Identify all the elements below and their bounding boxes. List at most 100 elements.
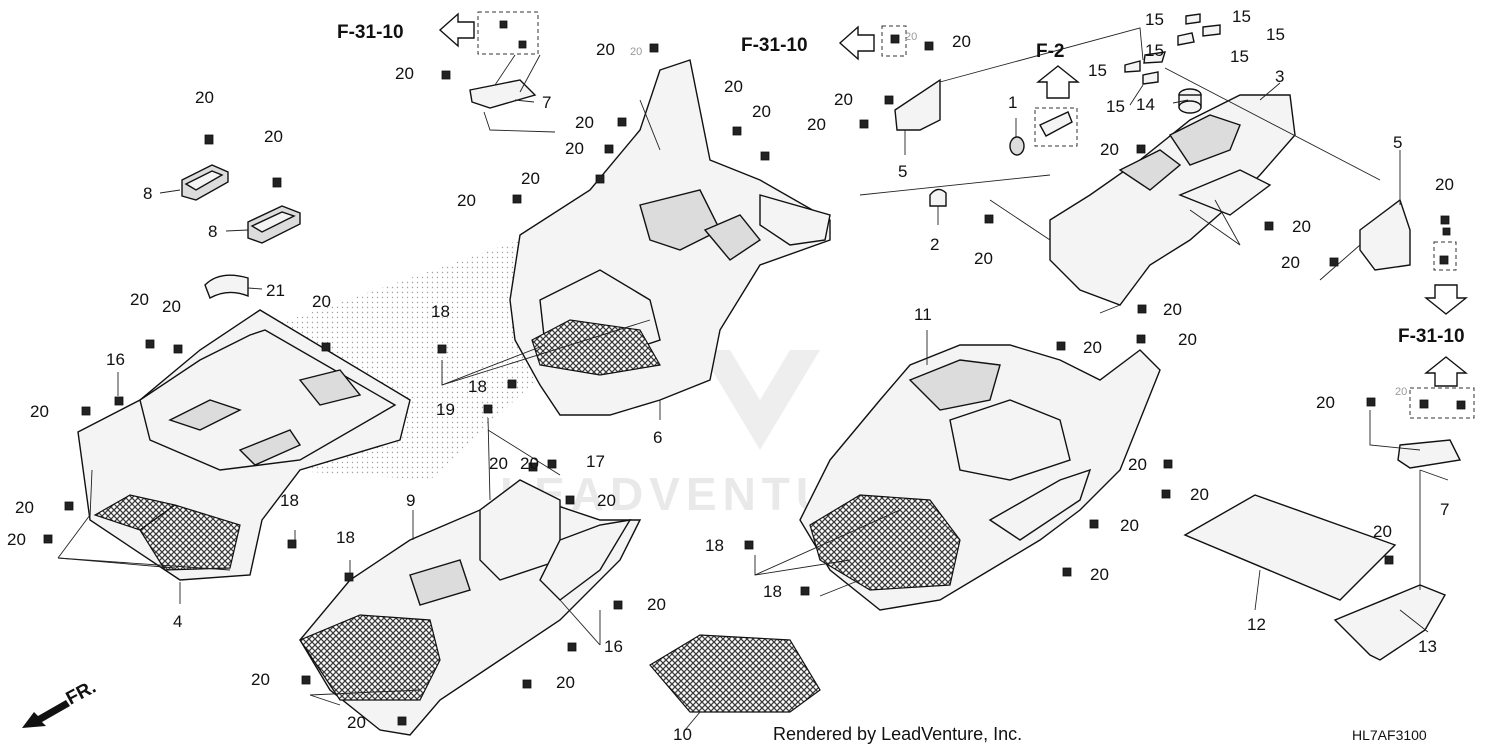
callout-15e: 15 [1088, 61, 1107, 80]
dashed-group-box-4 [1433, 241, 1457, 271]
arrow-up-icon [1036, 65, 1080, 99]
callout-20: 20 [1435, 175, 1454, 194]
callout-20: 20 [952, 32, 971, 51]
callout-20: 20 [195, 88, 214, 107]
callout-labels: 1 2 3 4 5 5 6 7 7 8 8 9 10 11 12 13 14 1… [7, 7, 1454, 744]
callout-21: 21 [266, 281, 285, 300]
callout-20: 20 [905, 31, 917, 43]
callout-14: 14 [1136, 95, 1155, 114]
footer-credit: Rendered by LeadVenture, Inc. [773, 724, 1022, 744]
callout-20: 20 [264, 127, 283, 146]
callout-20: 20 [556, 673, 575, 692]
callout-20: 20 [1178, 330, 1197, 349]
callout-20: 20 [807, 115, 826, 134]
leader-lines [57, 27, 1449, 731]
callout-20: 20 [521, 169, 540, 188]
callout-8-upper: 8 [143, 184, 152, 203]
callout-5-right: 5 [1393, 133, 1402, 152]
reference-label-f-31-10: F-31-10 [337, 22, 404, 43]
callout-20: 20 [1190, 485, 1209, 504]
callout-15a: 15 [1145, 10, 1164, 29]
part-8-lower [247, 205, 301, 244]
callout-20: 20 [1128, 455, 1147, 474]
callout-12: 12 [1247, 615, 1266, 634]
dashed-group-box-5 [1409, 387, 1475, 419]
arrow-left-icon [438, 12, 475, 48]
callout-2: 2 [930, 235, 939, 254]
callout-20: 20 [724, 77, 743, 96]
callout-17: 17 [586, 452, 605, 471]
part-1-fastener [1009, 111, 1073, 156]
watermark-logo [700, 350, 820, 450]
callout-20: 20 [565, 139, 584, 158]
part-11-rear-body [799, 344, 1161, 611]
callout-20: 20 [1120, 516, 1139, 535]
callout-20: 20 [1100, 140, 1119, 159]
reference-label-f-2: F-2 [1036, 41, 1065, 62]
callout-18a: 18 [431, 302, 450, 321]
callout-19: 19 [436, 400, 455, 419]
part-2-clip [929, 188, 947, 207]
reference-label-f-31-10: F-31-10 [741, 35, 808, 56]
dashed-group-box-2 [881, 25, 907, 57]
callout-20: 20 [395, 64, 414, 83]
part-8-upper [181, 164, 229, 201]
part-12-plate [1183, 494, 1397, 601]
callout-4: 4 [173, 612, 182, 631]
part-7-bracket-lower [1397, 439, 1462, 469]
callout-20: 20 [1395, 386, 1407, 398]
part-3-center-console [1049, 94, 1296, 306]
callout-20: 20 [520, 454, 539, 473]
fastener-bolts [43, 20, 1466, 726]
callout-16b: 16 [604, 637, 623, 656]
callout-13: 13 [1418, 637, 1437, 656]
callout-20: 20 [1373, 522, 1392, 541]
callout-15c: 15 [1266, 25, 1285, 44]
part-10-floor-mat [649, 634, 821, 713]
callout-20: 20 [630, 46, 642, 58]
arrow-up-icon [1424, 356, 1468, 387]
callout-15d: 15 [1230, 47, 1249, 66]
callout-20: 20 [974, 249, 993, 268]
callout-20: 20 [1281, 253, 1300, 272]
callout-16a: 16 [106, 350, 125, 369]
callout-20: 20 [347, 713, 366, 732]
part-7-bracket-upper [469, 79, 537, 109]
callout-5-left: 5 [898, 162, 907, 181]
dashed-group-box-3 [1034, 107, 1078, 147]
callout-20: 20 [647, 595, 666, 614]
callout-3: 3 [1275, 67, 1284, 86]
callout-15f: 15 [1106, 97, 1125, 116]
callout-7-upper: 7 [542, 93, 551, 112]
callout-11: 11 [914, 305, 932, 324]
callout-20: 20 [752, 102, 771, 121]
callout-20: 20 [597, 491, 616, 510]
callout-20: 20 [834, 90, 853, 109]
callout-8-lower: 8 [208, 222, 217, 241]
callout-10: 10 [673, 725, 692, 744]
callout-20: 20 [1090, 565, 1109, 584]
reference-label-f-31-10: F-31-10 [1398, 326, 1465, 347]
callout-6: 6 [653, 428, 662, 447]
part-6-front-body [509, 59, 831, 416]
part-15-clips [1124, 13, 1221, 85]
part-4-floor-panel [77, 309, 411, 581]
callout-20: 20 [489, 454, 508, 473]
callout-7-lower: 7 [1440, 500, 1449, 519]
callout-20: 20 [457, 191, 476, 210]
callout-18e: 18 [705, 536, 724, 555]
arrow-down-icon [1424, 284, 1468, 315]
callout-20: 20 [7, 530, 26, 549]
front-arrow-icon [22, 700, 70, 728]
callout-1: 1 [1008, 93, 1017, 112]
callout-20: 20 [1292, 217, 1311, 236]
callout-20: 20 [1316, 393, 1335, 412]
arrow-left-icon [838, 25, 875, 61]
callout-20: 20 [312, 292, 331, 311]
callout-20: 20 [130, 290, 149, 309]
callout-20: 20 [596, 40, 615, 59]
callout-9: 9 [406, 491, 415, 510]
callout-20: 20 [1163, 300, 1182, 319]
part-5-bracket-left [894, 78, 941, 131]
